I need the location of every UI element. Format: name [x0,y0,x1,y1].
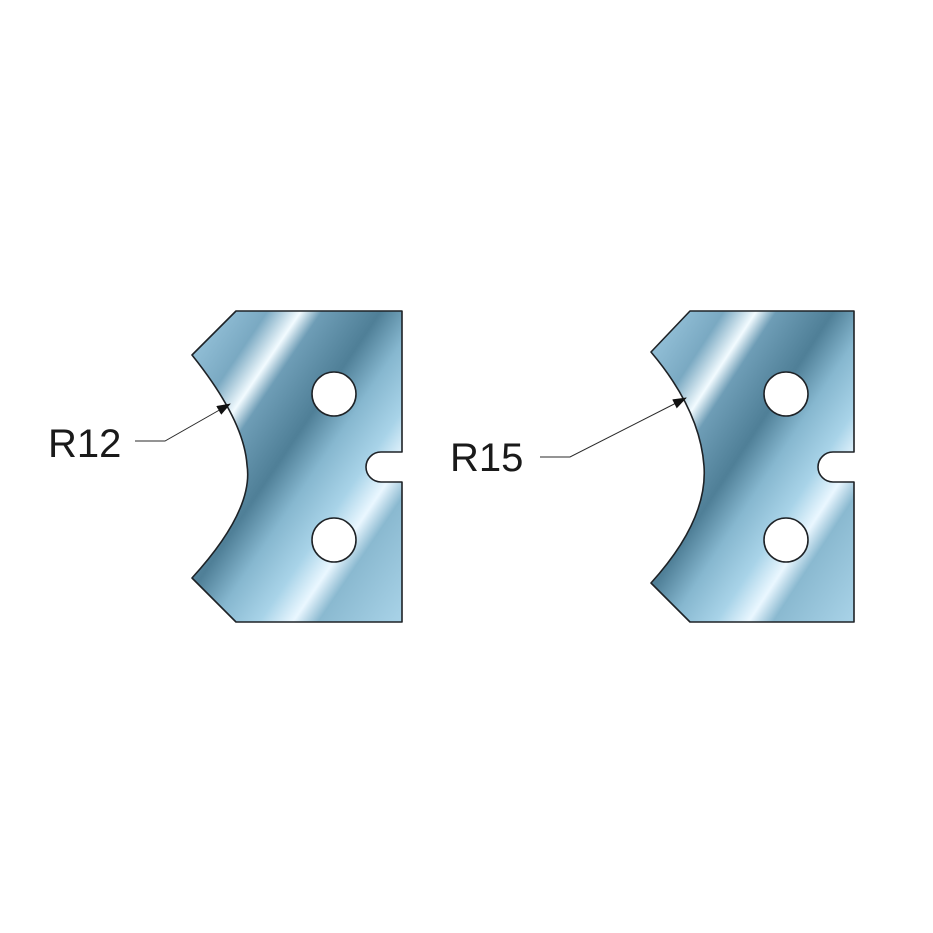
mounting-hole-bottom [763,517,809,563]
mounting-hole-top [311,371,357,417]
radius-label-r15: R15 [450,436,523,480]
profile-r12: R12 [48,310,403,623]
leader-line-r12 [135,403,231,442]
profile-r15: R15 [450,310,855,623]
mounting-hole-bottom [311,517,357,563]
radius-label-r12: R12 [48,422,121,466]
blade-body-r15 [650,310,855,623]
blade-body-r12 [191,310,403,623]
mounting-hole-top [763,371,809,417]
leader-line-r15 [540,397,687,458]
